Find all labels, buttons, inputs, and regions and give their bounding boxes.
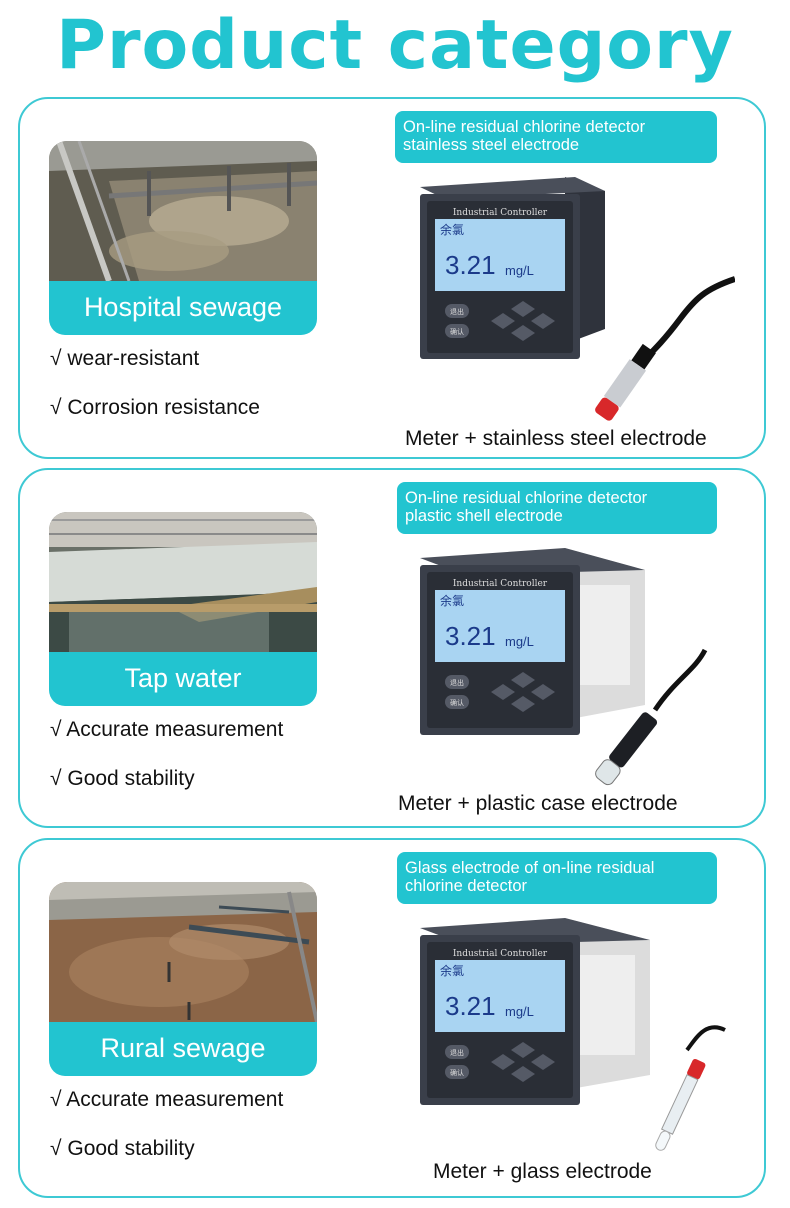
lcd-param: 余氯 [440, 593, 464, 608]
meter-brand: Industrial Controller [453, 949, 548, 959]
product-tag-line2: plastic shell electrode [405, 507, 563, 525]
btn-ok-label: 确认 [450, 327, 464, 336]
lcd-param: 余氯 [440, 222, 464, 237]
meter-brand: Industrial Controller [453, 208, 548, 218]
rural-sewage-photo [49, 882, 317, 1022]
tap-water-photo [49, 512, 317, 652]
product-tag: On-line residual chlorine detector stain… [395, 111, 717, 163]
product-tag: On-line residual chlorine detector plast… [397, 482, 717, 534]
btn-ok-label: 确认 [450, 1068, 464, 1077]
scene-label: Tap water [49, 652, 317, 706]
page-title: Product category [56, 6, 734, 85]
meter-with-glass-electrode: Industrial Controller 余氯 3.21 mg/L 退出 确认 [405, 910, 735, 1165]
meter-with-plastic-electrode: Industrial Controller 余氯 3.21 mg/L 退出 确认 [405, 540, 735, 800]
feature-item: √ Corrosion resistance [50, 396, 260, 419]
product-tag-line1: On-line residual chlorine detector [405, 489, 648, 507]
lcd-unit: mg/L [505, 634, 534, 649]
product-card-rural: Rural sewage √ Accurate measurement √ Go… [18, 838, 766, 1198]
product-tag: Glass electrode of on-line residual chlo… [397, 852, 717, 904]
product-caption: Meter + glass electrode [433, 1160, 652, 1183]
btn-exit-label: 退出 [450, 678, 464, 687]
feature-item: √ Good stability [50, 1137, 195, 1160]
lcd-unit: mg/L [505, 263, 534, 278]
lcd-value: 3.21 [445, 250, 496, 280]
lcd-value: 3.21 [445, 991, 496, 1021]
hospital-sewage-photo [49, 141, 317, 281]
scene-label: Rural sewage [49, 1022, 317, 1076]
product-card-hospital: Hospital sewage √ wear-resistant √ Corro… [18, 97, 766, 459]
product-tag-line2: chlorine detector [405, 877, 527, 895]
feature-item: √ Accurate measurement [50, 718, 284, 741]
feature-item: √ wear-resistant [50, 347, 200, 370]
product-tag-line2: stainless steel electrode [403, 136, 580, 154]
feature-item: √ Accurate measurement [50, 1088, 284, 1111]
lcd-param: 余氯 [440, 963, 464, 978]
meter-with-stainless-electrode: Industrial Controller 余氯 3.21 mg/L 退出 确认 [405, 169, 736, 434]
meter-brand: Industrial Controller [453, 579, 548, 589]
btn-exit-label: 退出 [450, 307, 464, 316]
product-tag-line1: On-line residual chlorine detector [403, 118, 646, 136]
product-caption: Meter + stainless steel electrode [405, 427, 707, 450]
lcd-unit: mg/L [505, 1004, 534, 1019]
feature-item: √ Good stability [50, 767, 195, 790]
scene-label: Hospital sewage [49, 281, 317, 335]
product-caption: Meter + plastic case electrode [398, 792, 678, 815]
product-tag-line1: Glass electrode of on-line residual [405, 859, 655, 877]
btn-ok-label: 确认 [450, 698, 464, 707]
lcd-value: 3.21 [445, 621, 496, 651]
btn-exit-label: 退出 [450, 1048, 464, 1057]
product-card-tapwater: Tap water √ Accurate measurement √ Good … [18, 468, 766, 828]
